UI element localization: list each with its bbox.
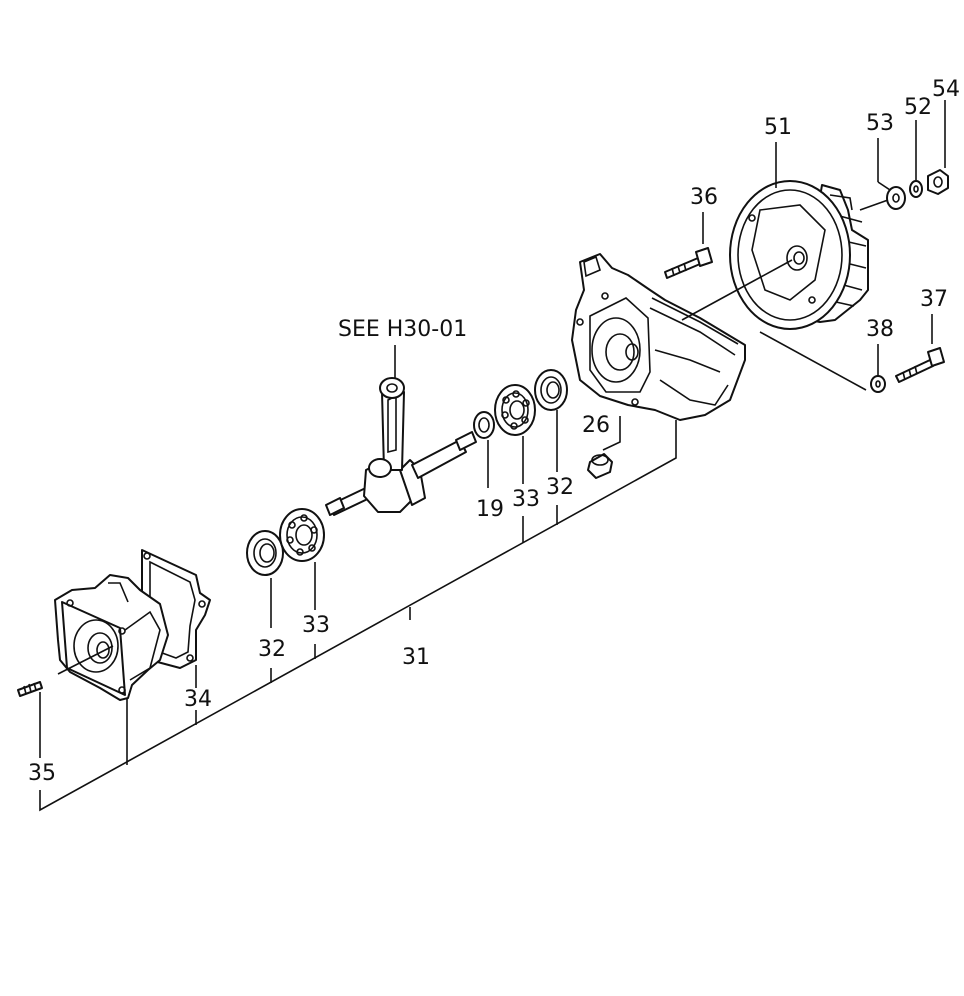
bearing-part-32-right [534, 369, 568, 472]
washer-part-38 [759, 331, 886, 393]
callout-35: 35 [28, 761, 56, 786]
callout-33-left: 33 [302, 613, 330, 638]
crankcase-right-half [571, 253, 746, 421]
bolt-part-37 [895, 314, 945, 383]
callout-36: 36 [690, 185, 718, 210]
callout-32-left: 32 [258, 637, 286, 662]
callout-19: 19 [476, 497, 504, 522]
callout-53: 53 [866, 111, 894, 136]
plug-part-26 [587, 416, 621, 479]
callout-33-right: 33 [512, 487, 540, 512]
callout-37: 37 [920, 287, 948, 312]
callout-34: 34 [184, 687, 212, 712]
assembly-bracket-31 [39, 420, 677, 812]
callout-38: 38 [866, 317, 894, 342]
callout-31: 31 [402, 645, 430, 670]
callout-26: 26 [582, 413, 610, 438]
washer-part-53 [859, 138, 906, 211]
callout-52: 52 [904, 95, 932, 120]
callout-32-right: 32 [546, 475, 574, 500]
bearing-part-33-left [279, 508, 325, 610]
callout-51: 51 [764, 115, 792, 140]
reference-note: SEE H30-01 [338, 317, 467, 342]
bearing-part-32-left [246, 530, 284, 628]
bolt-part-36 [664, 212, 713, 279]
bearing-part-33-right [494, 384, 536, 484]
nut-part-54 [927, 100, 949, 195]
lock-washer-part-52 [909, 120, 923, 198]
stud-part-35 [17, 681, 43, 758]
callout-54: 54 [932, 77, 960, 102]
crankshaft-assembly [325, 345, 477, 516]
washer-part-19 [473, 411, 495, 488]
crankcase-left-half [54, 574, 169, 701]
flywheel-part-51 [681, 142, 869, 330]
